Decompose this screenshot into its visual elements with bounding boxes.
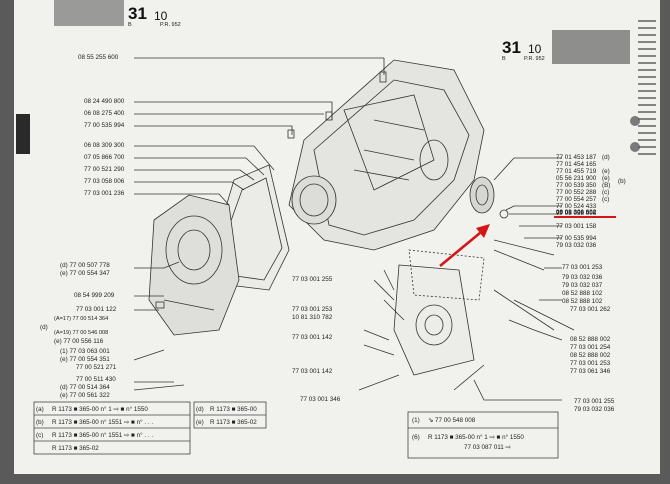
part-label: (d) 77 00 507 778: [60, 262, 110, 269]
header-left-section: 10: [154, 9, 168, 23]
part-label: 77 00 524 433: [556, 203, 597, 210]
part-label: (e) 77 00 556 116: [54, 338, 104, 345]
binder-tab: [16, 114, 30, 154]
part-label: 05 56 231 900: [556, 175, 597, 182]
part-label: 77 03 001 142: [292, 368, 333, 375]
part-label: 08 55 255 600: [78, 54, 119, 61]
table-row-text: ⇘ 77 00 548 008: [428, 417, 476, 424]
part-label: 06 08 275 400: [84, 110, 125, 117]
part-label: 08 54 999 209: [74, 292, 115, 299]
table-row-text: R 1173 ■ 365-00: [210, 406, 257, 413]
table-row-tag: (6): [412, 434, 420, 441]
part-label: (e) 77 00 561 322: [60, 392, 110, 399]
part-label-tag: (e): [602, 175, 610, 182]
part-label: 77 03 001 254: [570, 344, 611, 351]
part-label: (e) 77 00 554 351: [60, 356, 110, 363]
header-left-ref: P.R. 952: [160, 22, 181, 28]
table-row-text: R 1173 ■ 365-00 n° 1 ⇨ ■ n° 1550: [52, 406, 148, 413]
red-pointer-arrow: [439, 224, 490, 268]
part-label: 08 52 888 002: [570, 336, 611, 343]
binder-hole: [630, 142, 640, 152]
part-label: (d) 77 00 514 364: [60, 384, 110, 391]
part-label: 77 03 061 346: [570, 368, 611, 375]
part-label: 79 03 032 036: [574, 406, 615, 413]
header-right-page: 31: [502, 38, 521, 57]
header-right-ref: P.R. 952: [524, 56, 545, 62]
part-label: 77 01 455 719: [556, 168, 597, 175]
table-row-text: 77 03 087 011 ⇨: [464, 444, 511, 451]
part-label: 77 03 001 142: [292, 334, 333, 341]
part-label: 77 03 001 253: [570, 360, 611, 367]
part-label-tag: (c): [602, 189, 610, 196]
exploded-gearbox-diagram: [33, 57, 575, 459]
part-label: 77 00 539 350: [556, 182, 597, 189]
part-label: 77 01 454 165: [556, 161, 597, 168]
part-label: 77 01 453 187: [556, 154, 597, 161]
part-label: 77 00 521 290: [84, 166, 125, 173]
header-left-b: B: [128, 22, 132, 28]
part-label: 77 00 511 430: [76, 376, 116, 383]
part-label: 79 03 032 037: [562, 282, 603, 289]
part-label: 77 00 552 288: [556, 189, 597, 196]
part-label: 77 00 521 271: [76, 364, 117, 371]
binder-hole: [630, 116, 640, 126]
part-label-tag: (b): [618, 178, 626, 185]
part-label-tag: (B): [602, 182, 611, 189]
table-row-tag: (c): [36, 432, 44, 439]
part-label: 06 08 309 300: [84, 142, 125, 149]
part-label-tag: (c): [602, 196, 610, 203]
part-label: 77 03 001 346: [300, 396, 341, 403]
part-label: 77 00 535 994: [84, 122, 125, 129]
table-row-tag: (b): [36, 419, 44, 426]
part-label: 08 52 888 102: [562, 290, 603, 297]
table-row-text: R 1173 ■ 365-02: [210, 419, 257, 426]
part-label: 77 03 058 006: [84, 178, 125, 185]
part-label: 77 03 001 255: [292, 276, 333, 283]
part-label: 77 00 554 257: [556, 196, 597, 203]
part-label: (1) 77 03 063 001: [60, 348, 110, 355]
table-row-text: R 1173 ■ 365-02: [52, 445, 99, 452]
part-label: 08 52 888 002: [570, 352, 611, 359]
header-right-thumbnail: [552, 30, 630, 64]
table-row-text: R 1173 ■ 365-00 n° 1551 ⇨ ■ n° . . .: [52, 432, 154, 439]
table-row-tag: (1): [412, 417, 420, 424]
part-label: 77 03 001 262: [570, 306, 611, 313]
header-right-section: 10: [528, 42, 542, 56]
highlighted-part-label: 06 08 306 602: [556, 209, 597, 216]
part-label: 07 05 866 700: [84, 154, 125, 161]
table-row-text: R 1173 ■ 365-00 n° 1551 ⇨ ■ n° . . .: [52, 419, 154, 426]
part-label-tag: (d): [602, 154, 610, 161]
part-label: 10 81 310 782: [292, 314, 333, 321]
part-label: (A=17) 77 00 514 364: [54, 316, 109, 322]
manual-page: 31 10 B P.R. 952 31 10 B P.R. 952: [14, 0, 660, 474]
part-label: 79 03 032 036: [556, 242, 597, 249]
table-row-tag: (a): [36, 406, 44, 413]
part-label: 77 03 001 255: [574, 398, 615, 405]
part-label: (A=19) 77 00 546 008: [54, 330, 109, 336]
header-right-b: B: [502, 56, 506, 62]
part-label: (e) 77 00 554 347: [60, 270, 110, 277]
part-label: 08 24 490 800: [84, 98, 125, 105]
table-row-text: R 1173 ■ 365-00 n° 1 ⇨ ■ n° 1550: [428, 434, 524, 441]
part-label: 79 03 032 036: [562, 274, 603, 281]
red-underline: [554, 216, 616, 218]
part-label: 77 03 001 236: [84, 190, 125, 197]
part-label: 77 00 535 994: [556, 235, 597, 242]
header-left-page: 31: [128, 4, 147, 23]
part-label: 77 03 001 158: [556, 223, 597, 230]
part-label: 77 03 001 253: [562, 264, 603, 271]
part-label-tag: (e): [602, 168, 610, 175]
part-label: 77 03 001 122: [76, 306, 117, 313]
binder-spiral: [638, 20, 656, 160]
header-left-thumbnail: [54, 0, 124, 26]
part-label: 77 03 058 006: [556, 210, 597, 217]
part-label-prefix: (d): [40, 324, 48, 331]
part-label: 77 03 001 253: [292, 306, 333, 313]
part-label: 08 52 888 102: [562, 298, 603, 305]
table-row-tag: (e): [196, 419, 204, 426]
table-row-tag: (d): [196, 406, 204, 413]
